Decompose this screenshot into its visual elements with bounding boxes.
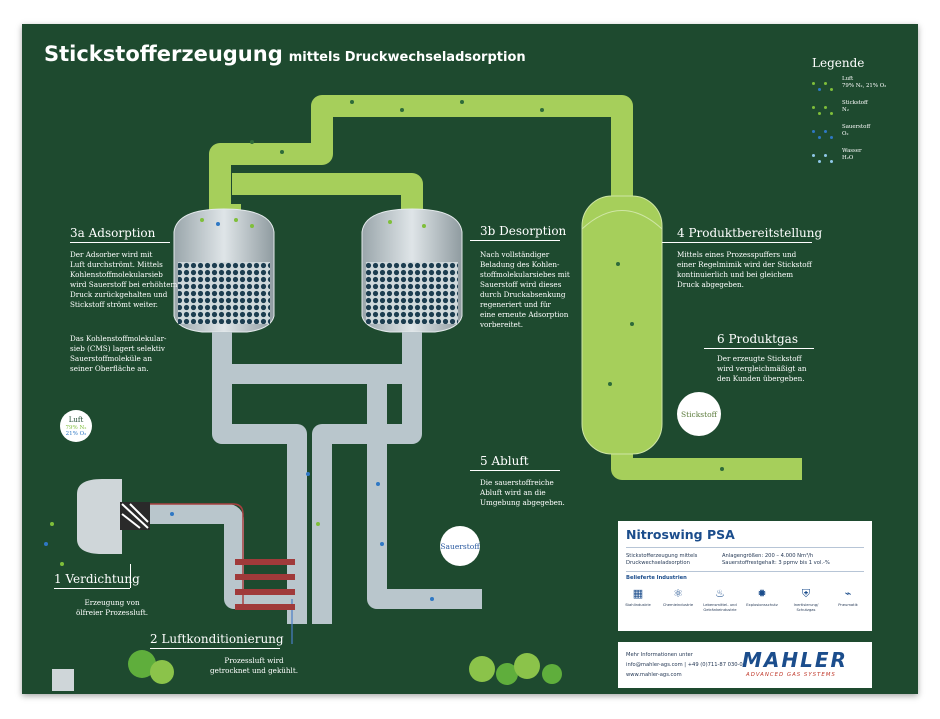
air-dryer [235,559,295,610]
air-dots-icon [812,80,834,96]
section-3b-title: 3b Desorption [480,224,567,238]
product-title: Nitroswing PSA [626,527,735,542]
section-6-title: 6 Produktgas [717,332,798,346]
section-4-text: Mittels eines Prozesspuffers und einer R… [677,250,812,289]
process-diagram [44,95,802,691]
oxygen-dots-icon [812,128,834,144]
industry-label: Lebensmittel- und Getränkeindustrie [703,603,737,612]
divider [662,242,812,243]
adsorber-left [173,208,275,333]
industry-label: Inertisierung/ Schutzgas [793,603,819,612]
divider [70,242,170,243]
section-3a-text: Der Adsorber wird mit Luft durchströmt. … [70,250,178,309]
divider [626,571,864,572]
chemical-icon: ⚛ [673,587,683,600]
industry-inerting: ⛨ Inertisierung/ Schutzgas [786,587,826,612]
nitrogen-bubble: Stickstoff [677,392,721,436]
legend-label: Sauerstoff O₂ [842,124,871,137]
mahler-logo: MAHLER [742,648,848,672]
nitrogen-dots-icon [812,104,834,120]
air-bubble-line2: 21% O₂ [65,430,87,437]
divider [54,588,130,589]
section-2-title: 2 Luftkonditionierung [150,632,284,646]
legend-item-nitrogen: Stickstoff N₂ [812,100,902,124]
shield-icon: ⛨ [801,587,811,600]
molecule-dots [44,100,724,601]
mahler-logo-sub: ADVANCED GAS SYSTEMS [746,672,836,678]
section-3a-text2: Das Kohlenstoffmolekular- sieb (CMS) lag… [70,334,167,373]
air-bubble: Luft 79% N₂ 21% O₂ [60,410,92,442]
legend-item-water: Wasser H₂O [812,148,902,172]
bottle-icon: ♨ [715,587,725,600]
website-link[interactable]: www.mahler-ags.com [626,672,682,678]
legend-label: Wasser H₂O [842,148,862,161]
section-3a-title: 3a Adsorption [70,226,156,240]
industry-label: Stahlindustrie [625,603,651,607]
divider [626,547,864,548]
air-pipes [142,332,482,644]
divider [470,240,560,241]
industries-title: Belieferte Industrien [626,575,687,581]
air-bubble-title: Luft [68,415,84,424]
section-5-text: Die sauerstoffreiche Abluft wird an die … [480,478,565,507]
product-card: Nitroswing PSA Stickstofferzeugung mitte… [618,521,872,631]
divider [470,470,560,471]
steel-icon: ▦ [632,587,644,600]
adsorber-right [361,208,463,333]
product-description: Stickstofferzeugung mittels Druckwechsel… [626,553,698,566]
legend-label: Luft 79% N₂, 21% O₂ [842,76,887,89]
industry-explosion: ✹ Explosionsschutz [742,587,782,608]
pneumatics-icon: ⌁ [844,587,852,600]
industry-label: Explosionsschutz [746,603,778,607]
section-1-text: Erzeugung von ölfreier Prozessluft. [76,598,149,617]
trees [52,650,562,691]
contact-title: Mehr Informationen unter [626,652,693,658]
section-1-title: 1 Verdichtung [54,572,140,586]
air-bubble-line1: 79% N₂ [65,424,87,431]
compressor [77,479,150,554]
industry-chemical: ⚛ Chemieindustrie [658,587,698,608]
divider [150,648,280,649]
section-3b-text: Nach vollständiger Beladung des Kohlen- … [480,250,570,329]
section-2-text: Prozessluft wird getrocknet und gekühlt. [210,656,299,675]
contact-card: Mehr Informationen unter info@mahler-ags… [618,642,872,688]
divider-tick [130,564,131,588]
explosion-icon: ✹ [757,587,767,600]
industry-label: Pneumatik [838,603,858,607]
product-specs: Anlagengrößen: 200 – 4.000 Nm³/h Sauerst… [722,553,830,566]
page-subtitle: mittels Druckwechseladsorption [288,50,526,65]
industry-steel: ▦ Stahlindustrie [618,587,658,608]
contact-line: info@mahler-ags.com | +49 (0)711-87 030-… [626,662,743,668]
buffer-tank [581,195,663,455]
legend-item-oxygen: Sauerstoff O₂ [812,124,902,148]
section-4-title: 4 Produktbereitstellung [677,226,823,240]
divider [704,348,814,349]
legend-item-air: Luft 79% N₂, 21% O₂ [812,76,902,100]
oxygen-bubble: Sauerstoff [440,526,480,566]
industry-label: Chemieindustrie [662,603,694,607]
legend-title: Legende [812,56,865,70]
industry-pneumatics: ⌁ Pneumatik [828,587,868,608]
industry-food: ♨ Lebensmittel- und Getränkeindustrie [700,587,740,612]
section-5-title: 5 Abluft [480,454,529,468]
section-6-text: Der erzeugte Stickstoff wird vergleichmä… [717,354,807,383]
water-dots-icon [812,152,834,168]
legend-label: Stickstoff N₂ [842,100,868,113]
